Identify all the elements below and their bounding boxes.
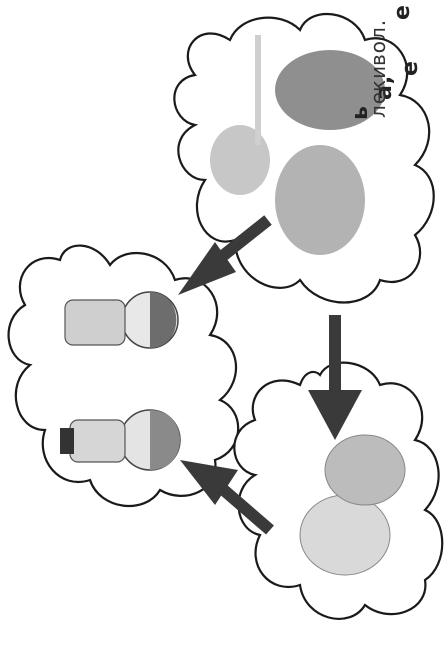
lynx-icon <box>275 145 365 255</box>
edge-text-block: ь а, е <box>346 0 448 120</box>
cat-icon <box>325 435 405 505</box>
post-icon <box>255 35 261 145</box>
dog-icon <box>300 495 390 575</box>
text-fragment: ь <box>348 105 373 120</box>
text-fragment: е <box>398 60 423 76</box>
text-fragment: а, <box>372 75 397 100</box>
